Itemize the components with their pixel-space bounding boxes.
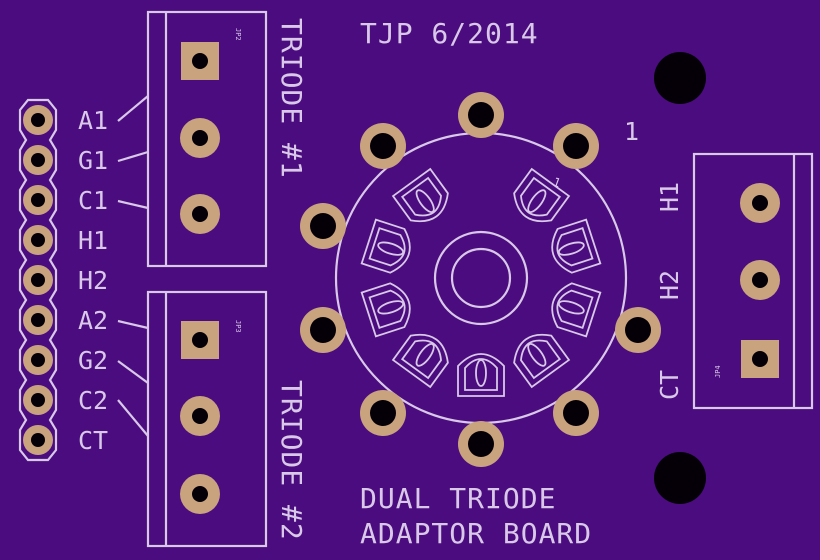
jp3-label: TRIODE #2: [275, 380, 308, 541]
header-label-a1: A1: [78, 106, 108, 135]
mounting-hole-top: [654, 52, 706, 104]
socket-contact: [551, 282, 602, 338]
date-text: TJP 6/2014: [360, 17, 539, 50]
board-title-line2: ADAPTOR BOARD: [360, 517, 592, 550]
socket-pad: [300, 307, 346, 353]
socket-pad: [458, 421, 504, 467]
socket-pad: [300, 203, 346, 249]
jp4-label-ct: CT: [655, 370, 684, 400]
jp3-ref: JP3: [234, 320, 242, 333]
socket-contact: [391, 167, 449, 223]
socket-pad: [553, 390, 599, 436]
socket-contact: [391, 333, 449, 389]
jp2-label: TRIODE #1: [275, 18, 308, 179]
jp2-ref: JP2: [234, 28, 242, 41]
socket-contact: [513, 167, 571, 223]
header-label-g1: G1: [78, 146, 108, 175]
socket-pad: [615, 307, 661, 353]
jp2-outline: [146, 10, 268, 268]
socket-pad: [360, 123, 406, 169]
header-pin-7: [23, 345, 53, 375]
header-label-g2: G2: [78, 346, 108, 375]
header-label-c1: C1: [78, 186, 108, 215]
mounting-hole-bottom: [654, 452, 706, 504]
socket-contact: [551, 218, 602, 274]
jp4-label-h2: H2: [655, 270, 684, 300]
socket-contact: [360, 282, 411, 338]
jp2-connector: JP2: [146, 10, 268, 268]
jp4-label-h1: H1: [655, 182, 684, 212]
header-pin-1: [23, 105, 53, 135]
jp4-ref: JP4: [714, 365, 722, 378]
socket-pad: [553, 123, 599, 169]
socket-pads: [300, 92, 661, 467]
socket-pin1-marker: 1: [551, 175, 563, 191]
jp3-outline: [146, 290, 268, 548]
header-label-ct: CT: [78, 426, 108, 455]
header-label-c2: C2: [78, 386, 108, 415]
header-pin-2: [23, 145, 53, 175]
header-pin-4: [23, 225, 53, 255]
header-outline: [18, 98, 58, 462]
socket-contact: [457, 353, 505, 397]
header-label-a2: A2: [78, 306, 108, 335]
header-pin-6: [23, 305, 53, 335]
socket-center-hole: [450, 247, 512, 309]
header-label-h1: H1: [78, 226, 108, 255]
jp3-connector: JP3: [146, 290, 268, 548]
header-label-h2: H2: [78, 266, 108, 295]
header-pin-9: [23, 425, 53, 455]
jp4-outline: [692, 152, 814, 410]
header-pin-5: [23, 265, 53, 295]
leader-lines: [117, 95, 149, 437]
jp4-connector: JP4: [692, 152, 814, 410]
board-title-line1: DUAL TRIODE: [360, 482, 556, 515]
socket-pin1-label: 1: [624, 117, 639, 146]
socket-center-ring: [433, 230, 529, 326]
header-pin-3: [23, 185, 53, 215]
socket-pad: [458, 92, 504, 138]
header-strip: [18, 98, 58, 462]
socket-pad: [360, 390, 406, 436]
socket-contact: [360, 218, 411, 274]
socket-contact: [513, 333, 571, 389]
header-pin-8: [23, 385, 53, 415]
socket-contacts: [360, 167, 602, 397]
